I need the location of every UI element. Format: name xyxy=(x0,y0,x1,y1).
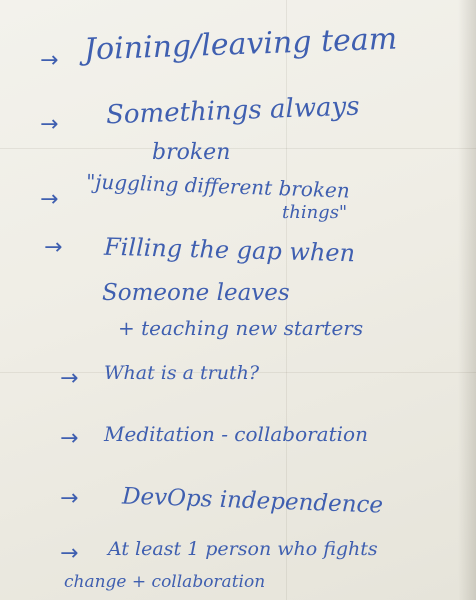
paper-crease xyxy=(0,148,476,149)
note-at-least-one-person: At least 1 person who fights xyxy=(108,538,378,560)
note-juggling-different-broken: "juggling different broken xyxy=(85,169,351,203)
note-somethings-always-broken-2: broken xyxy=(152,140,231,165)
note-juggling-different-broken-2: things" xyxy=(282,202,348,223)
note-what-is-a-truth: What is a truth? xyxy=(104,362,260,384)
note-devops-independence: DevOps independence xyxy=(121,483,384,519)
note-somethings-always-broken: Somethings always xyxy=(105,91,361,131)
arrow-icon: → xyxy=(40,48,59,73)
note-meditation-collaboration: Meditation - collaboration xyxy=(104,422,368,446)
paper-edge-shadow xyxy=(458,0,476,600)
paper-crease xyxy=(0,372,476,373)
note-joining-leaving-team: Joining/leaving team xyxy=(83,21,398,68)
arrow-icon: → xyxy=(60,366,79,391)
arrow-icon: → xyxy=(40,112,59,137)
note-filling-the-gap: Filling the gap when xyxy=(103,232,356,268)
arrow-icon: → xyxy=(60,426,79,451)
arrow-icon: → xyxy=(44,235,63,260)
arrow-icon: → xyxy=(40,187,59,212)
arrow-icon: → xyxy=(60,541,79,566)
note-at-least-one-person-2: change + collaboration xyxy=(64,572,266,592)
note-filling-the-gap-3: + teaching new starters xyxy=(118,316,364,340)
note-filling-the-gap-2: Someone leaves xyxy=(102,280,290,306)
arrow-icon: → xyxy=(60,486,79,511)
paper-crease xyxy=(285,0,287,600)
